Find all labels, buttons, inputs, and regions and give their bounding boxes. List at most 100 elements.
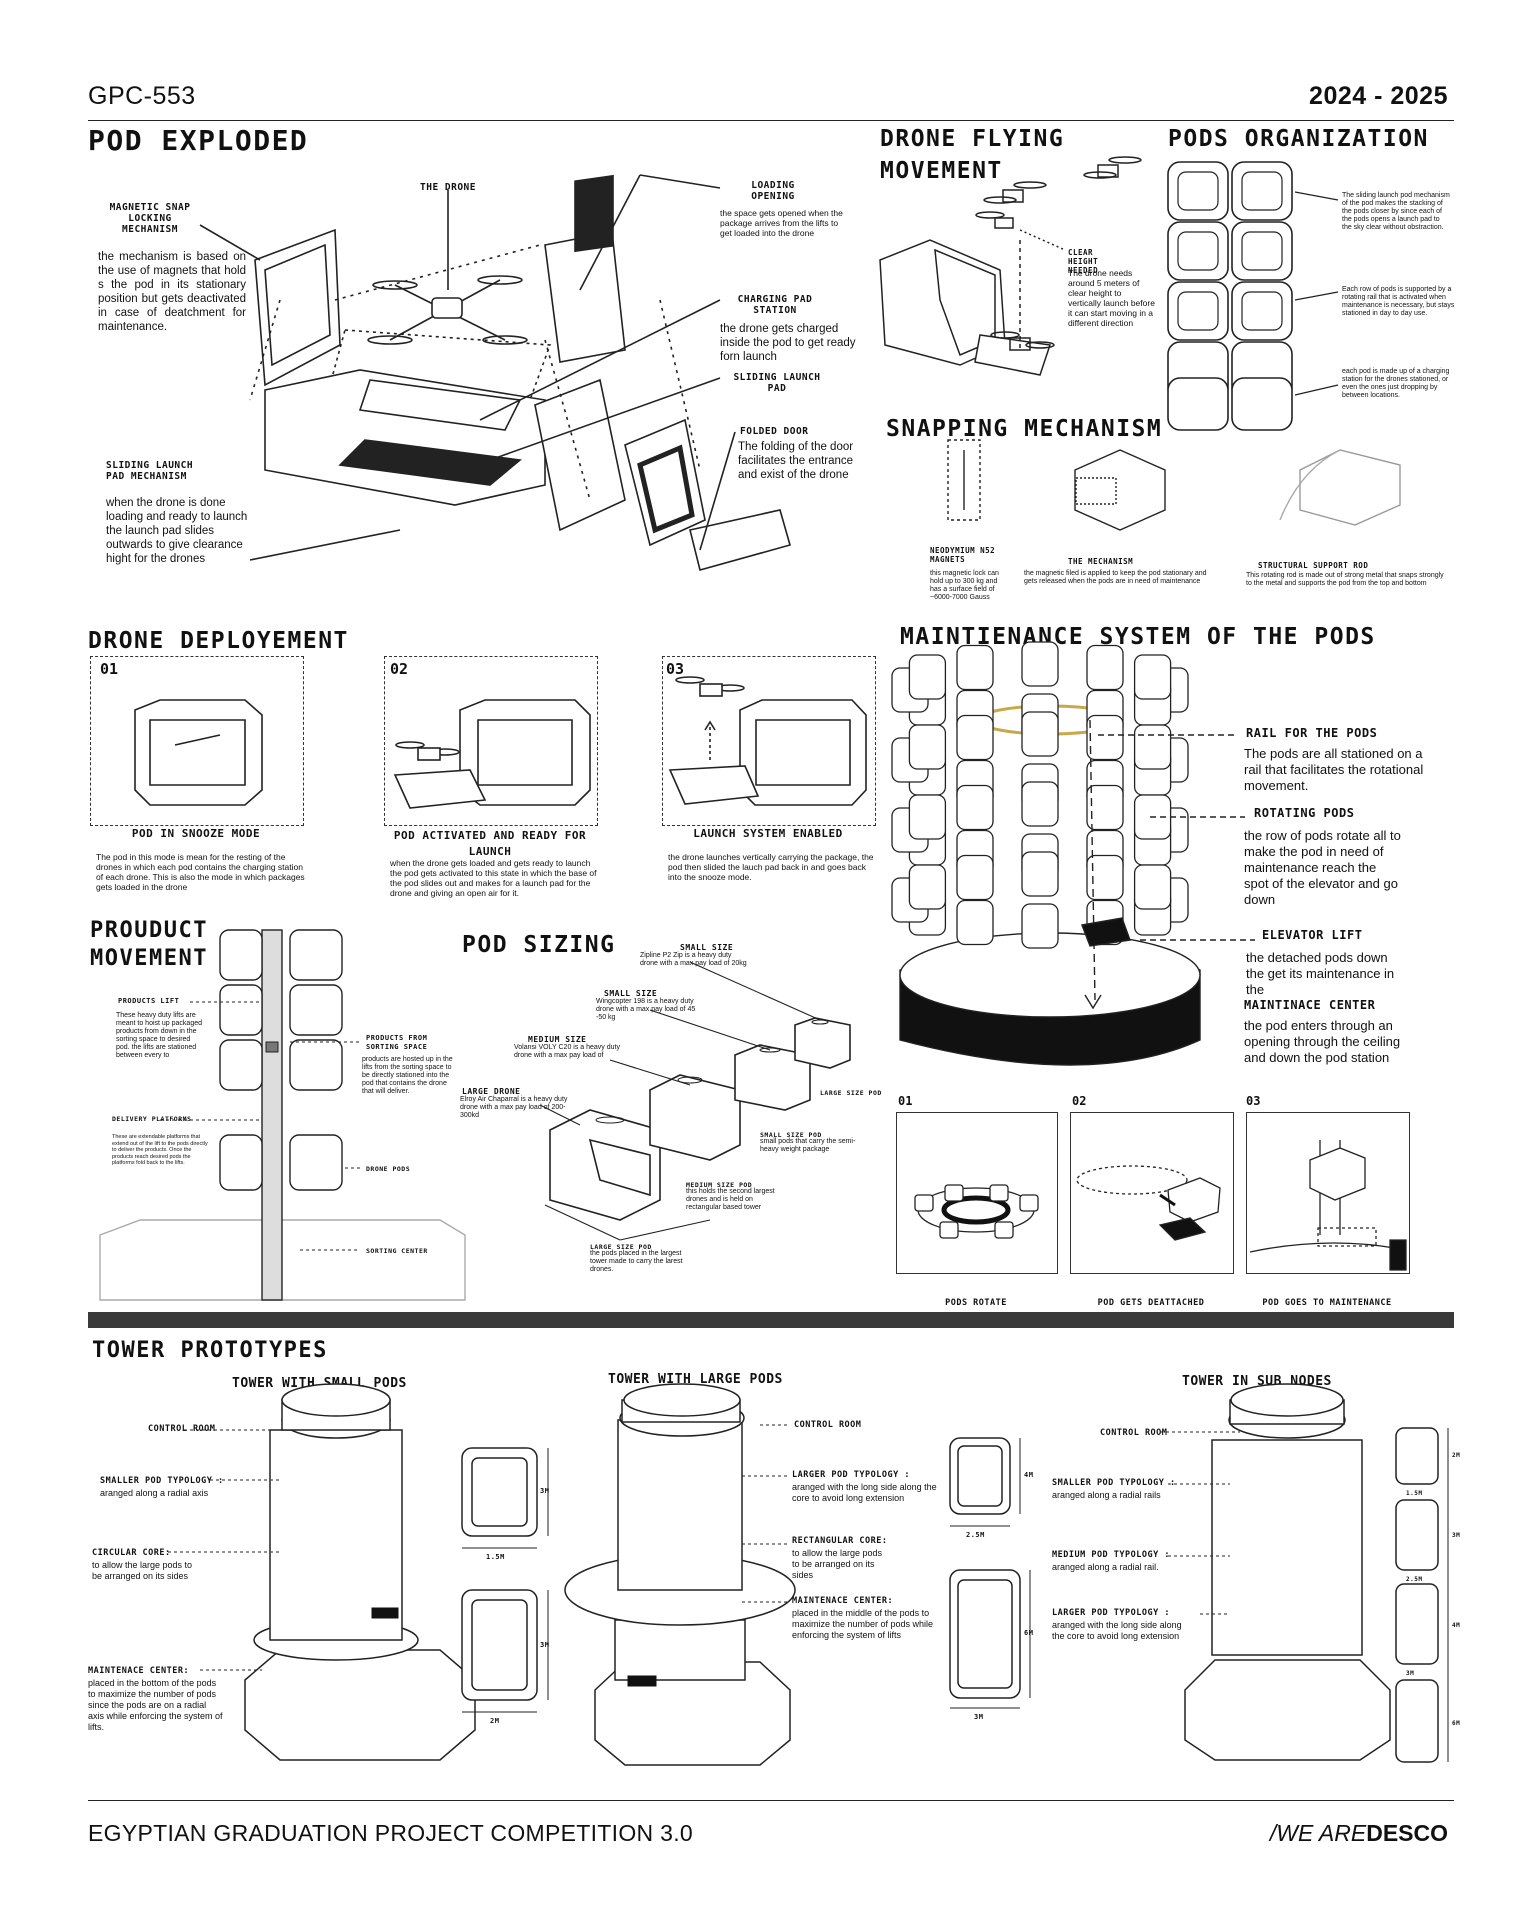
maint-step-1-frame bbox=[896, 1112, 1058, 1274]
size-l-label: LARGE DRONE bbox=[462, 1087, 521, 1096]
rail-text: The pods are all stationed on a rail tha… bbox=[1244, 746, 1424, 793]
drone-flying-title-1: DRONE FLYING bbox=[880, 126, 1065, 152]
msp-text: this holds the second largest drones and… bbox=[686, 1188, 775, 1211]
header-rule bbox=[88, 120, 1454, 121]
magnetic-text: the mechanism is based on the use of mag… bbox=[98, 251, 246, 333]
t1-b-label: CIRCULAR CORE: bbox=[92, 1548, 171, 1558]
pod-icon bbox=[1167, 377, 1293, 431]
activated-pod-icon bbox=[393, 699, 591, 809]
magnetic-label: MAGNETIC SNAP LOCKING MECHANISM bbox=[109, 202, 191, 235]
t2-a-label: LARGER POD TYPOLOGY : bbox=[792, 1470, 910, 1480]
t2-b-label: RECTANGULAR CORE: bbox=[792, 1536, 888, 1546]
center-text: the pod enters through an opening throug… bbox=[1244, 1018, 1401, 1065]
product-title-2: MOVEMENT bbox=[90, 946, 208, 971]
delivery-platforms-label: DELIVERY PLATFORMS bbox=[112, 1115, 192, 1123]
tower-pod-icon bbox=[1133, 724, 1172, 770]
t3-b-text: aranged along a radial rail. bbox=[1052, 1562, 1159, 1572]
t2-c-label: MAINTENACE CENTER: bbox=[792, 1596, 894, 1606]
t3-d1: 2M bbox=[1452, 1452, 1461, 1459]
snapping-title: SNAPPING MECHANISM bbox=[886, 416, 1163, 442]
t2-d1: 4M bbox=[1024, 1471, 1034, 1479]
tower-pod-icon bbox=[908, 654, 947, 700]
brand-bold: DESCO bbox=[1366, 1820, 1448, 1846]
pods-org-text-3: each pod is made up of a charging statio… bbox=[1342, 368, 1450, 399]
t1-c-label: MAINTENACE CENTER: bbox=[88, 1666, 190, 1676]
center-label: MAINTINACE CENTER bbox=[1244, 998, 1376, 1012]
snap-magnets-label: NEODYMIUM N52 MAGNETS bbox=[930, 546, 996, 564]
footer-rule bbox=[88, 1800, 1454, 1801]
pod-icon bbox=[1167, 221, 1293, 281]
deploy-step-1-frame bbox=[90, 656, 304, 826]
t1-small-pod-icon bbox=[461, 1447, 538, 1537]
size-l-text: Elroy Air Chaparral is a heavy duty dron… bbox=[460, 1096, 568, 1119]
t3-d3: 3M bbox=[1452, 1532, 1461, 1539]
large-pod-icon bbox=[549, 1109, 661, 1221]
t3-pod-icon-3 bbox=[1395, 1583, 1439, 1665]
flying-drone-icon-1 bbox=[1083, 156, 1142, 179]
t3-c-label: LARGER POD TYPOLOGY : bbox=[1052, 1608, 1170, 1618]
clear-height-text: The drone needs around 5 meters of clear… bbox=[1068, 268, 1155, 328]
rotating-text: the row of pods rotate all to make the p… bbox=[1244, 828, 1401, 907]
size-s2-label: SMALL SIZE bbox=[604, 989, 658, 998]
pods-org-title: PODS ORGANIZATION bbox=[1168, 126, 1429, 152]
small-pod-icon-2 bbox=[734, 1044, 811, 1111]
tower-pod-icon bbox=[908, 724, 947, 770]
lsp2-text: the pods placed in the largest tower mad… bbox=[590, 1250, 683, 1273]
deploy-step-2-text: when the drone gets loaded and gets read… bbox=[390, 858, 597, 898]
tower-small-pods bbox=[244, 1383, 476, 1761]
launch-pod-icon bbox=[668, 676, 867, 806]
drone-label: THE DRONE bbox=[420, 182, 476, 193]
deploy-step-3-label: LAUNCH SYSTEM ENABLED bbox=[693, 827, 843, 840]
tower-pod-icon bbox=[908, 794, 947, 840]
tower-pod-icon bbox=[956, 899, 994, 946]
tower-pod-icon bbox=[1086, 714, 1124, 761]
tower-pod-icon bbox=[1021, 851, 1059, 897]
deploy-step-2-frame bbox=[384, 656, 598, 826]
pod-sizing-title: POD SIZING bbox=[462, 932, 616, 958]
t2-small-pod-icon bbox=[949, 1437, 1011, 1515]
tower-pod-icon bbox=[908, 864, 947, 910]
pod-icon bbox=[219, 984, 343, 1036]
pod-icon bbox=[1167, 161, 1293, 221]
maint-step-1-label: PODS ROTATE bbox=[945, 1298, 1007, 1308]
t2-d2: 2.5M bbox=[966, 1531, 985, 1539]
t3-b-label: MEDIUM POD TYPOLOGY : bbox=[1052, 1550, 1170, 1560]
t1-d1: 3M bbox=[540, 1487, 550, 1495]
deploy-step-3-text: the drone launches vertically carrying t… bbox=[668, 852, 874, 882]
maint-step-2-num: 02 bbox=[1072, 1094, 1087, 1108]
t1-b-text: to allow the large pods to be arranged o… bbox=[92, 1560, 193, 1581]
sliding-pad-label: SLIDING LAUNCH PAD bbox=[733, 372, 821, 394]
pod-exploded-title: POD EXPLODED bbox=[88, 124, 309, 157]
snap-rod-label: STRUCTURAL SUPPORT ROD bbox=[1258, 561, 1369, 570]
rail-label: RAIL FOR THE PODS bbox=[1246, 726, 1378, 740]
tower-pod-icon bbox=[956, 784, 994, 831]
t1-d3: 3M bbox=[540, 1641, 550, 1649]
snooze-pod-icon bbox=[134, 699, 263, 806]
deploy-step-2-num: 02 bbox=[390, 660, 409, 678]
t1-large-pod-icon bbox=[461, 1589, 538, 1701]
rotating-label: ROTATING PODS bbox=[1254, 806, 1355, 820]
t2-a-text: aranged with the long side along the cor… bbox=[792, 1482, 937, 1503]
deploy-step-3-frame bbox=[662, 656, 876, 826]
tower-pod-icon bbox=[1133, 864, 1172, 910]
snap-mechanism-text: the magnetic filed is applied to keep th… bbox=[1024, 570, 1207, 585]
deploy-step-1-label: POD IN SNOOZE MODE bbox=[131, 827, 261, 840]
t3-d2: 1.5M bbox=[1406, 1490, 1423, 1497]
t3-a-text: aranged along a radial rails bbox=[1052, 1490, 1161, 1500]
flying-drone-icon-4 bbox=[990, 331, 1055, 351]
charging-text: the drone gets charged inside the pod to… bbox=[720, 323, 856, 363]
product-title-1: PROUDUCT bbox=[90, 918, 208, 943]
t3-pod-icon-2 bbox=[1395, 1499, 1439, 1571]
tower-pod-icon bbox=[956, 644, 994, 691]
drone-flying-title-2: MOVEMENT bbox=[880, 158, 1003, 184]
tower-pod-icon bbox=[1021, 711, 1059, 757]
t3-d7: 6M bbox=[1452, 1720, 1461, 1727]
tower-pod-icon bbox=[1086, 784, 1124, 831]
sorting-center-label: SORTING CENTER bbox=[366, 1247, 428, 1255]
pod-icon bbox=[219, 1134, 343, 1191]
section-divider-band bbox=[88, 1312, 1454, 1328]
